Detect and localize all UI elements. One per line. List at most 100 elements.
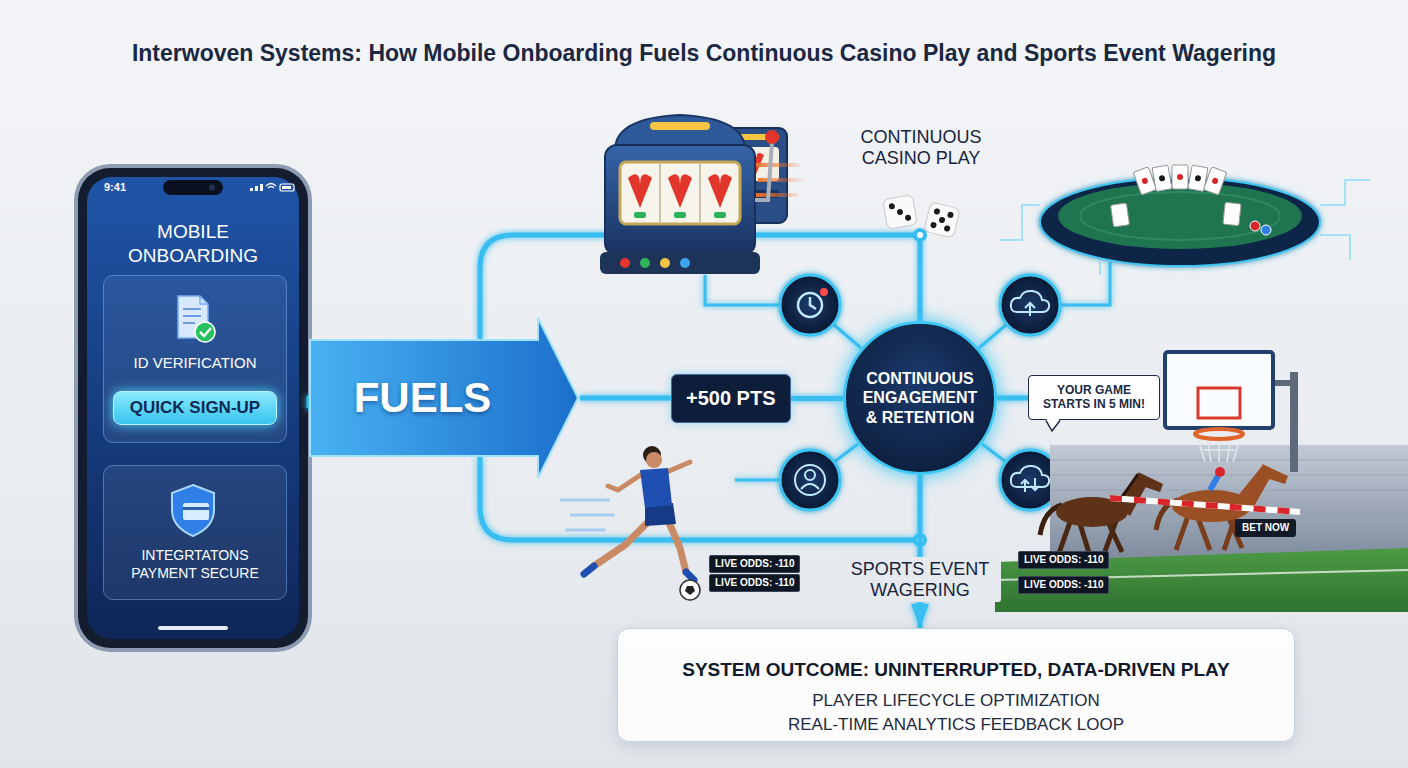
art-path: [834, 444, 858, 462]
art-rect: [1165, 352, 1273, 428]
art-path: [1021, 478, 1039, 492]
art-rect: [78, 168, 308, 648]
art-path: [584, 566, 594, 574]
connector: [791, 396, 843, 401]
art-circle: [1194, 175, 1201, 182]
section-label: SPORTS EVENT WAGERING: [839, 557, 1001, 602]
art-rect: [674, 212, 686, 218]
art-rect: [103, 465, 287, 600]
art-circle: [660, 258, 670, 268]
art-rect: [620, 162, 740, 224]
engagement-hub: CONTINUOUS ENGAGEMENT & RETENTION: [843, 321, 997, 475]
art-g: [1223, 202, 1241, 226]
art-path: [1110, 498, 1300, 512]
art-polygon: [1262, 464, 1288, 484]
art-circle: [1159, 175, 1166, 182]
art-circle: [888, 203, 895, 210]
bubble-tail: [1045, 419, 1063, 433]
art-rect: [1223, 202, 1241, 226]
art-circle: [933, 208, 940, 215]
art-path: [833, 324, 861, 348]
art-rect: [250, 188, 253, 191]
art-path: [266, 184, 276, 189]
node-text: ID VERIFICATION: [104, 354, 286, 371]
points-badge: +500 PTS: [671, 374, 791, 423]
art-circle: [947, 211, 954, 218]
art-ellipse: [1195, 429, 1243, 439]
art-path: [1060, 262, 1110, 305]
art-rect: [282, 186, 291, 189]
node-text: QUICK SIGN-UP: [130, 398, 260, 418]
tail-outline: [1046, 420, 1060, 431]
art-path: [668, 174, 692, 208]
art-path: [560, 500, 615, 530]
node-text: SYSTEM OUTCOME: UNINTERRUPTED, DATA-DRIV…: [682, 659, 1230, 681]
node-text: MOBILE ONBOARDING: [118, 220, 268, 268]
art-rect: [1198, 388, 1240, 418]
card-table: [1000, 165, 1370, 275]
art-rect: [183, 507, 209, 510]
art-path: [628, 174, 652, 208]
status-time: 9:41: [104, 181, 126, 193]
verify-panel: ID VERIFICATION QUICK SIGN-UP: [103, 275, 287, 443]
node-text: INTEGRTATONS PAYMENT SECURE: [120, 546, 270, 582]
diagram-title: Interwoven Systems: How Mobile Onboardin…: [132, 40, 1276, 67]
art-circle: [640, 258, 650, 268]
race-horses: [1040, 464, 1300, 556]
soccer-player: [560, 446, 700, 600]
odds-tag: LIVE ODDS: -110: [709, 555, 800, 573]
art-path: [200, 328, 211, 336]
art-polygon: [1138, 472, 1163, 492]
art-ellipse: [1040, 178, 1320, 266]
art-rect: [924, 202, 960, 238]
node-text: CONTINUOUS ENGAGEMENT & RETENTION: [859, 369, 981, 427]
art-circle: [765, 130, 779, 144]
art-rect: [650, 122, 710, 130]
art-rect: [163, 180, 223, 195]
art-path: [1025, 303, 1035, 316]
art-path: [995, 548, 1408, 612]
art-circle: [1250, 221, 1260, 231]
art-path: [1110, 498, 1300, 512]
art-rect: [158, 626, 228, 630]
art-g: [1172, 165, 1188, 189]
art-rect: [600, 252, 760, 274]
art-rect: [183, 308, 201, 310]
art-path: [640, 468, 672, 508]
art-circle: [798, 293, 822, 317]
art-circle: [820, 288, 828, 296]
art-path: [810, 297, 816, 309]
art-path: [979, 324, 1007, 348]
art-circle: [1141, 177, 1149, 185]
art-rect: [634, 212, 646, 218]
art-rect: [605, 145, 755, 255]
art-path: [686, 572, 694, 580]
art-circle: [680, 258, 690, 268]
art-circle: [680, 580, 700, 600]
node-text: LIVE ODDS: -110: [715, 558, 794, 570]
art-rect: [260, 184, 263, 191]
art-path: [172, 485, 214, 536]
art-circle: [1211, 177, 1219, 185]
status-time-box: 9:41: [104, 181, 126, 193]
art-rect: [714, 212, 726, 218]
art-rect: [255, 186, 258, 191]
art-rect: [1152, 165, 1172, 191]
art-path: [735, 479, 780, 482]
basketball-hoop: [1165, 352, 1298, 472]
speech-bubble: YOUR GAME STARTS IN 5 MIN!: [1028, 375, 1160, 420]
connector: [580, 396, 671, 401]
payment-panel: INTEGRTATONS PAYMENT SECURE: [103, 465, 287, 600]
art-circle: [913, 228, 927, 242]
stadium: [995, 445, 1408, 612]
signup-button: QUICK SIGN-UP: [113, 391, 277, 425]
outcome-box: SYSTEM OUTCOME: UNINTERRUPTED, DATA-DRIV…: [617, 628, 1295, 742]
art-path: [685, 586, 695, 595]
art-circle: [620, 258, 630, 268]
section-label-box: SPORTS EVENT WAGERING: [839, 557, 1001, 602]
art-rect: [183, 322, 195, 324]
art-circle: [195, 322, 215, 342]
art-path: [660, 164, 700, 222]
odds-tag: LIVE ODDS: -110: [1018, 576, 1109, 594]
art-circle: [646, 452, 662, 468]
